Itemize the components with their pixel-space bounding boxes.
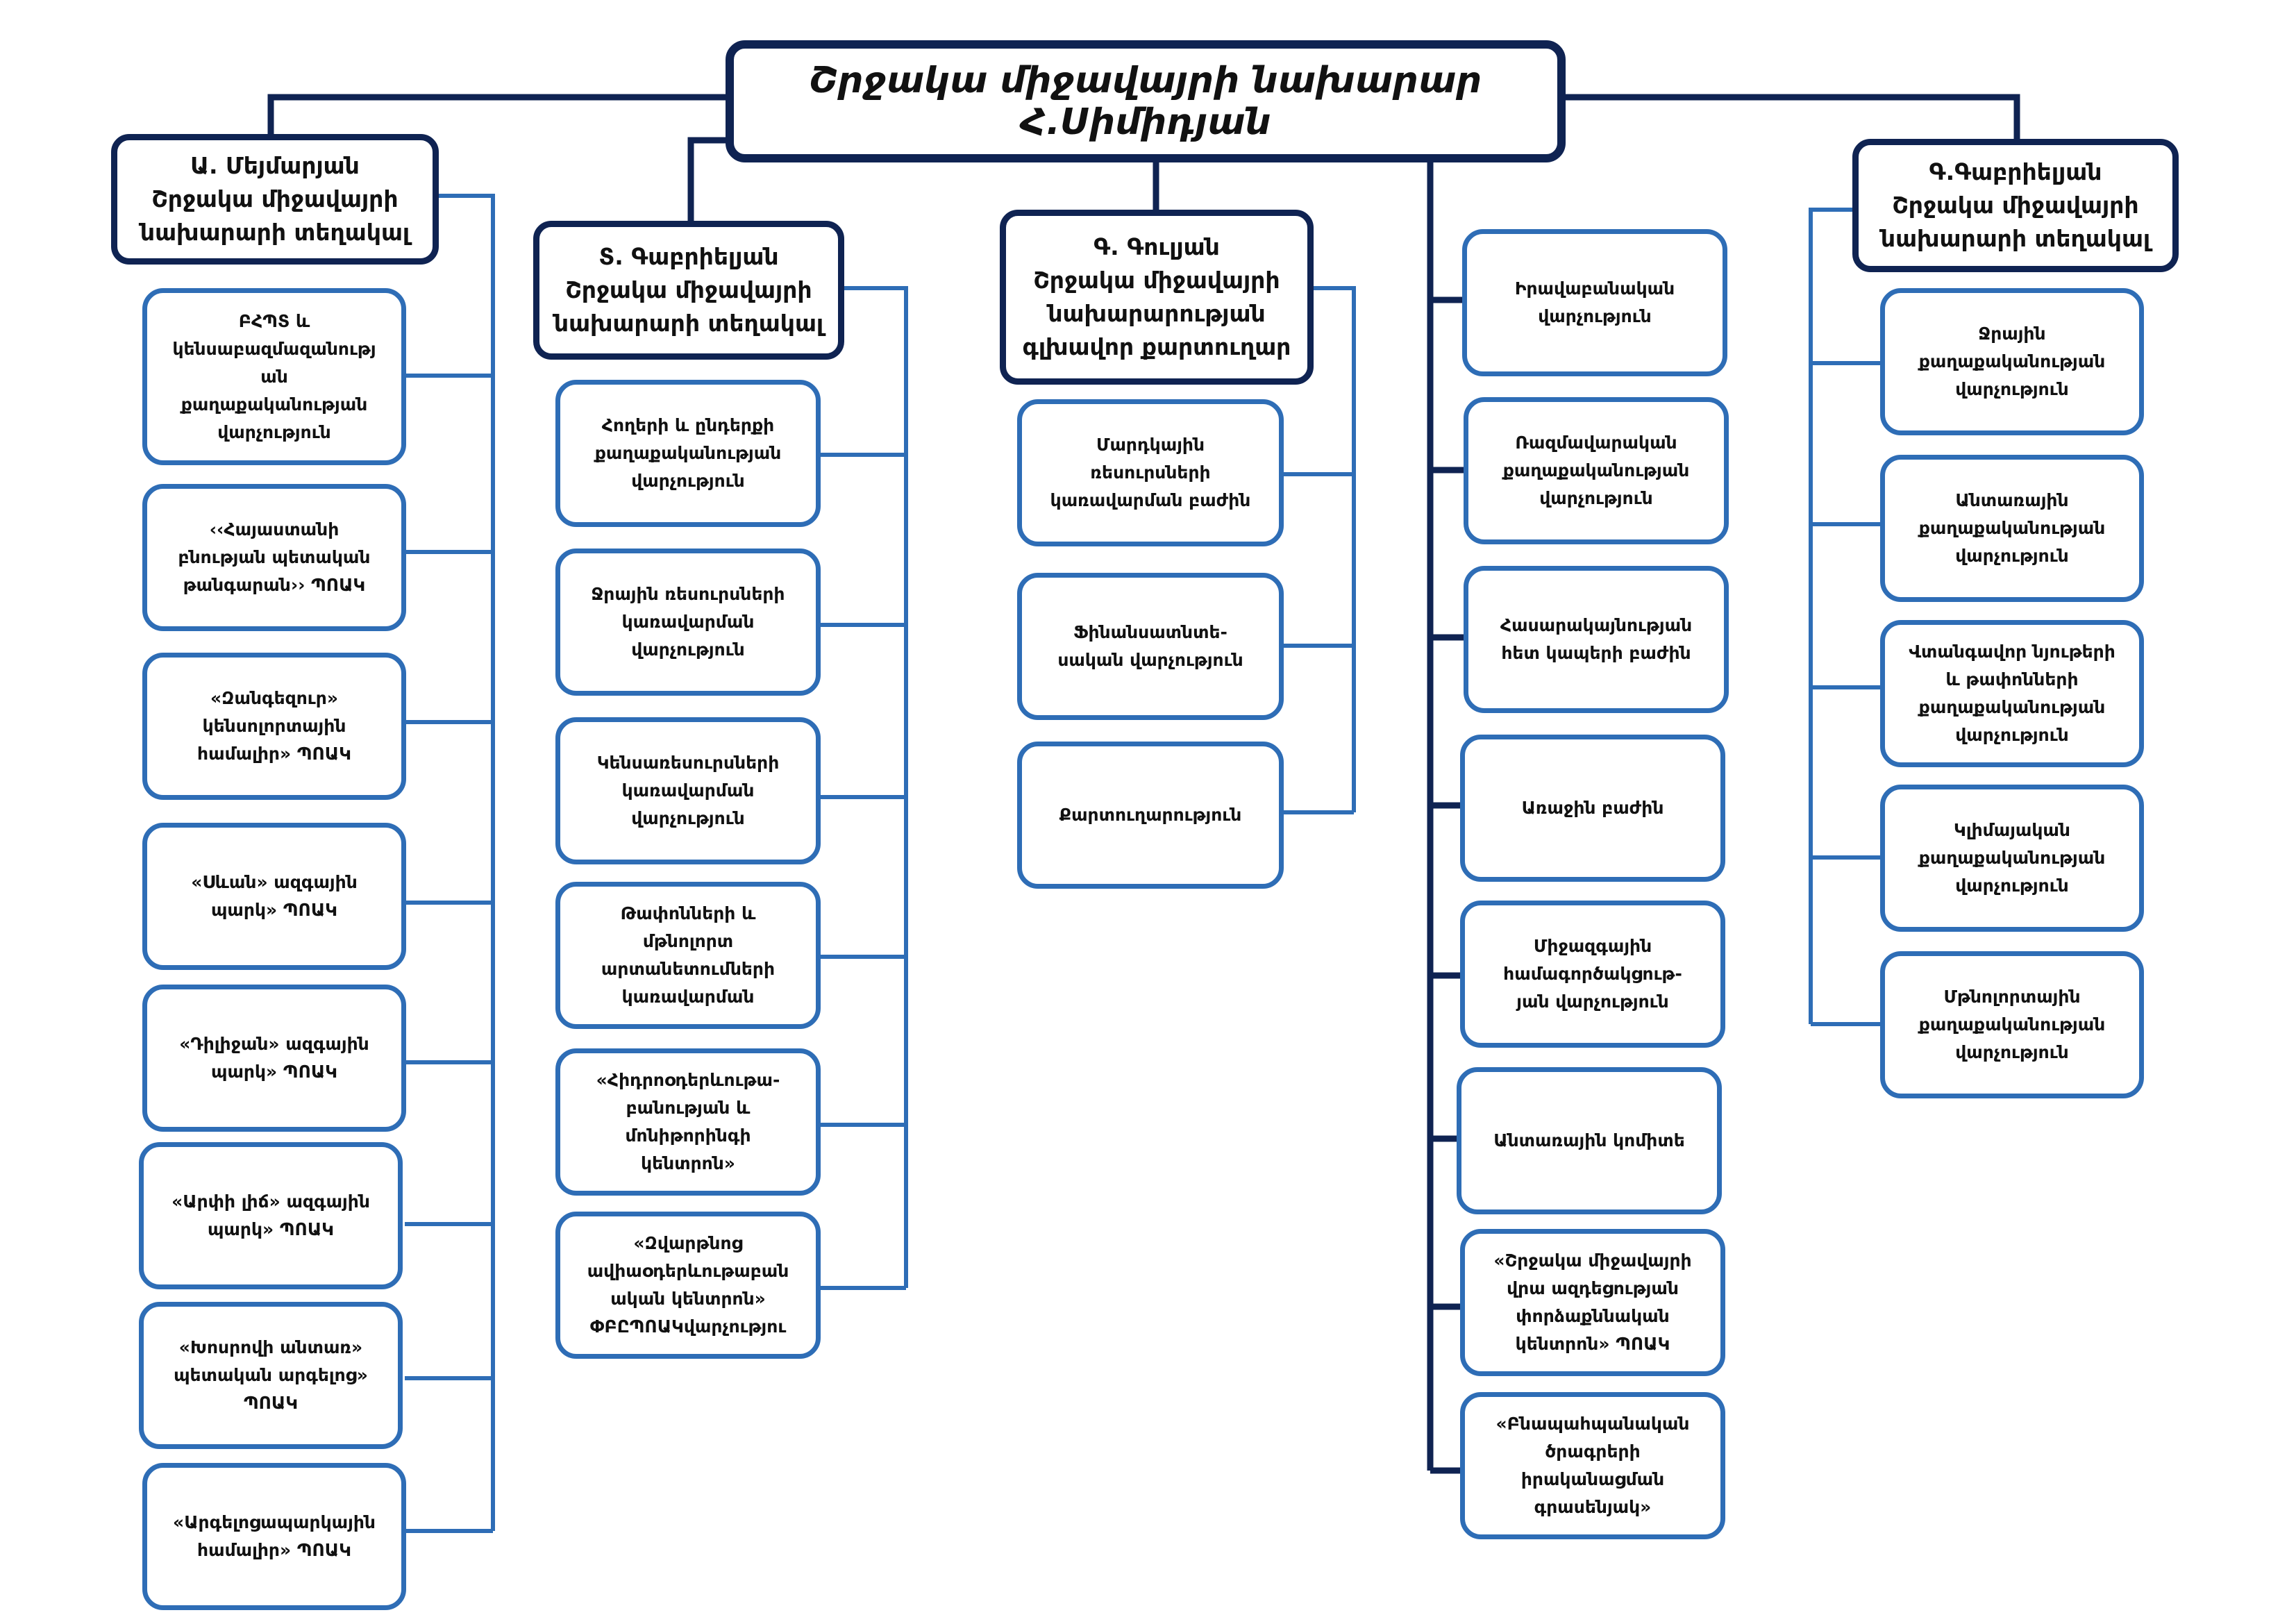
unit-label: Քարտուղարություն [1059, 805, 1242, 825]
deputy-2-unit: «Հիդրոօդերևութա- բանության և մոնիթորինգի… [555, 1048, 821, 1196]
connector-deputy-1-ticks [405, 374, 493, 1533]
connector-secretary-spine [1311, 286, 1356, 812]
deputy-1-unit: ԲՀՊՏ և կենսաբազմազանությ ան քաղաքականութ… [142, 288, 406, 465]
unit-label: Մարդկային ռեսուրսների կառավարման բաժին [1050, 435, 1251, 510]
unit-label: «Խոսրովի անտառ» պետական արգելոց» ՊՈԱԿ [174, 1337, 368, 1413]
direct-unit: Իրավաբանական վարչություն [1462, 229, 1727, 376]
unit-label: Ռազմավարական քաղաքականության վարչություն [1502, 433, 1690, 508]
unit-label: «Դիլիջան» ազգային պարկ» ՊՈԱԿ [179, 1034, 369, 1082]
direct-unit: «Շրջակա միջավայրի վրա ազդեցության փորձաք… [1460, 1229, 1725, 1376]
connector-deputy-2-ticks [820, 453, 906, 1290]
unit-label: Կենսառեսուրսների կառավարման վարչություն [596, 753, 780, 828]
deputy-1-unit: «Արգելոցապարկային համալիր» ՊՈԱԿ [142, 1463, 406, 1610]
direct-unit: Հասարակայնության հետ կապերի բաժին [1464, 566, 1729, 713]
secretary-box: Գ. Գուլյան Շրջակա միջավայրի նախարարությա… [1000, 210, 1314, 385]
secretary-unit: Մարդկային ռեսուրսների կառավարման բաժին [1017, 399, 1284, 546]
connector-minister-deputy-3 [1557, 94, 2020, 143]
unit-label: «Բնապահպանական ծրագրերի իրականացման գրաս… [1495, 1414, 1690, 1517]
deputy-1-unit: «Արփի լիճ» ազգային պարկ» ՊՈԱԿ [139, 1142, 403, 1289]
unit-label: ‹‹Հայաստանի բնության պետական թանգարան›› … [178, 519, 371, 595]
unit-label: «Զանգեզուր» կենսոլորտային համալիր» ՊՈԱԿ [197, 688, 351, 764]
unit-label: Թափոնների և մթնոլորտ արտանետումների կառա… [601, 903, 776, 1007]
unit-label: «Հիդրոօդերևութա- բանության և մոնիթորինգի… [596, 1070, 780, 1173]
deputy-3-box: Գ.Գաբրիելյան Շրջակա միջավայրի նախարարի տ… [1852, 139, 2179, 272]
direct-unit: Անտառային կոմիտե [1457, 1067, 1722, 1214]
minister-title: Շրջակա միջավայրի նախարար Հ.Սիմիդյան [809, 60, 1482, 143]
connector-minister-deputy-2 [687, 137, 730, 224]
direct-unit: «Բնապահպանական ծրագրերի իրականացման գրաս… [1460, 1392, 1725, 1539]
direct-unit: Առաջին բաժին [1460, 735, 1725, 882]
connector-deputy-3-ticks [1811, 361, 1895, 1026]
connector-deputy-1-spine [436, 194, 495, 1531]
unit-label: Վտանգավոր նյութերի և թափոնների քաղաքական… [1909, 642, 2115, 745]
unit-label: Առաջին բաժին [1521, 798, 1664, 818]
connector-minister-deputy-1 [267, 94, 730, 139]
deputy-1-unit: «Սևան» ազգային պարկ» ՊՈԱԿ [142, 823, 406, 970]
deputy-2-box: Տ. Գաբրիելյան Շրջակա միջավայրի նախարարի … [533, 221, 844, 360]
secretary-unit: Ֆինանսատնտե- սական վարչություն [1017, 573, 1284, 720]
connector-secretary-ticks [1283, 472, 1354, 814]
deputy-2-unit: Թափոնների և մթնոլորտ արտանետումների կառա… [555, 882, 821, 1029]
deputy-3-unit: Վտանգավոր նյութերի և թափոնների քաղաքական… [1880, 620, 2144, 767]
unit-label: «Սևան» ազգային պարկ» ՊՈԱԿ [191, 872, 358, 920]
unit-label: Անտառային քաղաքականության վարչություն [1918, 490, 2106, 566]
connector-deputy-2-spine [843, 286, 908, 1288]
deputy-1-unit: ‹‹Հայաստանի բնության պետական թանգարան›› … [142, 484, 406, 631]
deputy-3-title: Գ.Գաբրիելյան Շրջակա միջավայրի նախարարի տ… [1880, 158, 2151, 252]
direct-unit: Միջազգային համագործակցութ- յան վարչությո… [1460, 901, 1725, 1048]
unit-label: «Շրջակա միջավայրի վրա ազդեցության փորձաք… [1493, 1250, 1692, 1354]
deputy-1-title: Ա. Մեյմարյան Շրջակա միջավայրի նախարարի տ… [140, 152, 410, 246]
deputy-2-unit: Կենսառեսուրսների կառավարման վարչություն [555, 717, 821, 864]
minister-box: Շրջակա միջավայրի նախարար Հ.Սիմիդյան [726, 40, 1566, 162]
deputy-1-unit: «Դիլիջան» ազգային պարկ» ՊՈԱԿ [142, 985, 406, 1132]
unit-label: «Արփի լիճ» ազգային պարկ» ՊՈԱԿ [171, 1191, 370, 1239]
unit-label: Մթնոլորտային քաղաքականության վարչություն [1918, 987, 2106, 1062]
unit-label: Հասարակայնության հետ կապերի բաժին [1500, 615, 1693, 663]
secretary-unit: Քարտուղարություն [1017, 742, 1284, 889]
unit-label: Միջազգային համագործակցութ- յան վարչությո… [1503, 936, 1682, 1012]
secretary-title: Գ. Գուլյան Շրջակա միջավայրի նախարարությա… [1022, 233, 1291, 360]
unit-label: Կլիմայական քաղաքականության վարչություն [1918, 820, 2106, 896]
deputy-1-unit: «Խոսրովի անտառ» պետական արգելոց» ՊՈԱԿ [139, 1302, 403, 1449]
deputy-3-unit: Կլիմայական քաղաքականության վարչություն [1880, 785, 2144, 932]
deputy-3-unit: Անտառային քաղաքականության վարչություն [1880, 455, 2144, 602]
deputy-2-unit: Հողերի և ընդերքի քաղաքականության վարչութ… [555, 380, 821, 527]
direct-unit: Ռազմավարական քաղաքականության վարչություն [1464, 397, 1729, 544]
deputy-3-unit: Ջրային քաղաքականության վարչություն [1880, 288, 2144, 435]
unit-label: Հողերի և ընդերքի քաղաքականության վարչութ… [594, 415, 782, 491]
connector-direct-ticks [1430, 296, 1472, 1474]
unit-label: ԲՀՊՏ և կենսաբազմազանությ ան քաղաքականութ… [172, 310, 376, 442]
unit-label: Ջրային ռեսուրսների կառավարման վարչությու… [591, 584, 785, 660]
deputy-2-unit: «Զվարթնոց ավիաօդերևութաբան ական կենտրոն»… [555, 1212, 821, 1359]
deputy-2-title: Տ. Գաբրիելյան Շրջակա միջավայրի նախարարի … [553, 243, 824, 337]
connector-deputy-3-spine [1809, 208, 1861, 1024]
deputy-3-unit: Մթնոլորտային քաղաքականության վարչություն [1880, 951, 2144, 1098]
deputy-2-unit: Ջրային ռեսուրսների կառավարման վարչությու… [555, 549, 821, 696]
unit-label: «Արգելոցապարկային համալիր» ՊՈԱԿ [173, 1512, 376, 1560]
unit-label: Անտառային կոմիտե [1493, 1130, 1685, 1150]
unit-label: «Զվարթնոց ավիաօդերևութաբան ական կենտրոն»… [587, 1233, 789, 1337]
unit-label: Ջրային քաղաքականության վարչություն [1918, 324, 2106, 399]
unit-label: Իրավաբանական վարչություն [1514, 278, 1675, 326]
deputy-1-box: Ա. Մեյմարյան Շրջակա միջավայրի նախարարի տ… [111, 134, 439, 265]
deputy-1-unit: «Զանգեզուր» կենսոլորտային համալիր» ՊՈԱԿ [142, 653, 406, 800]
unit-label: Ֆինանսատնտե- սական վարչություն [1057, 622, 1243, 670]
